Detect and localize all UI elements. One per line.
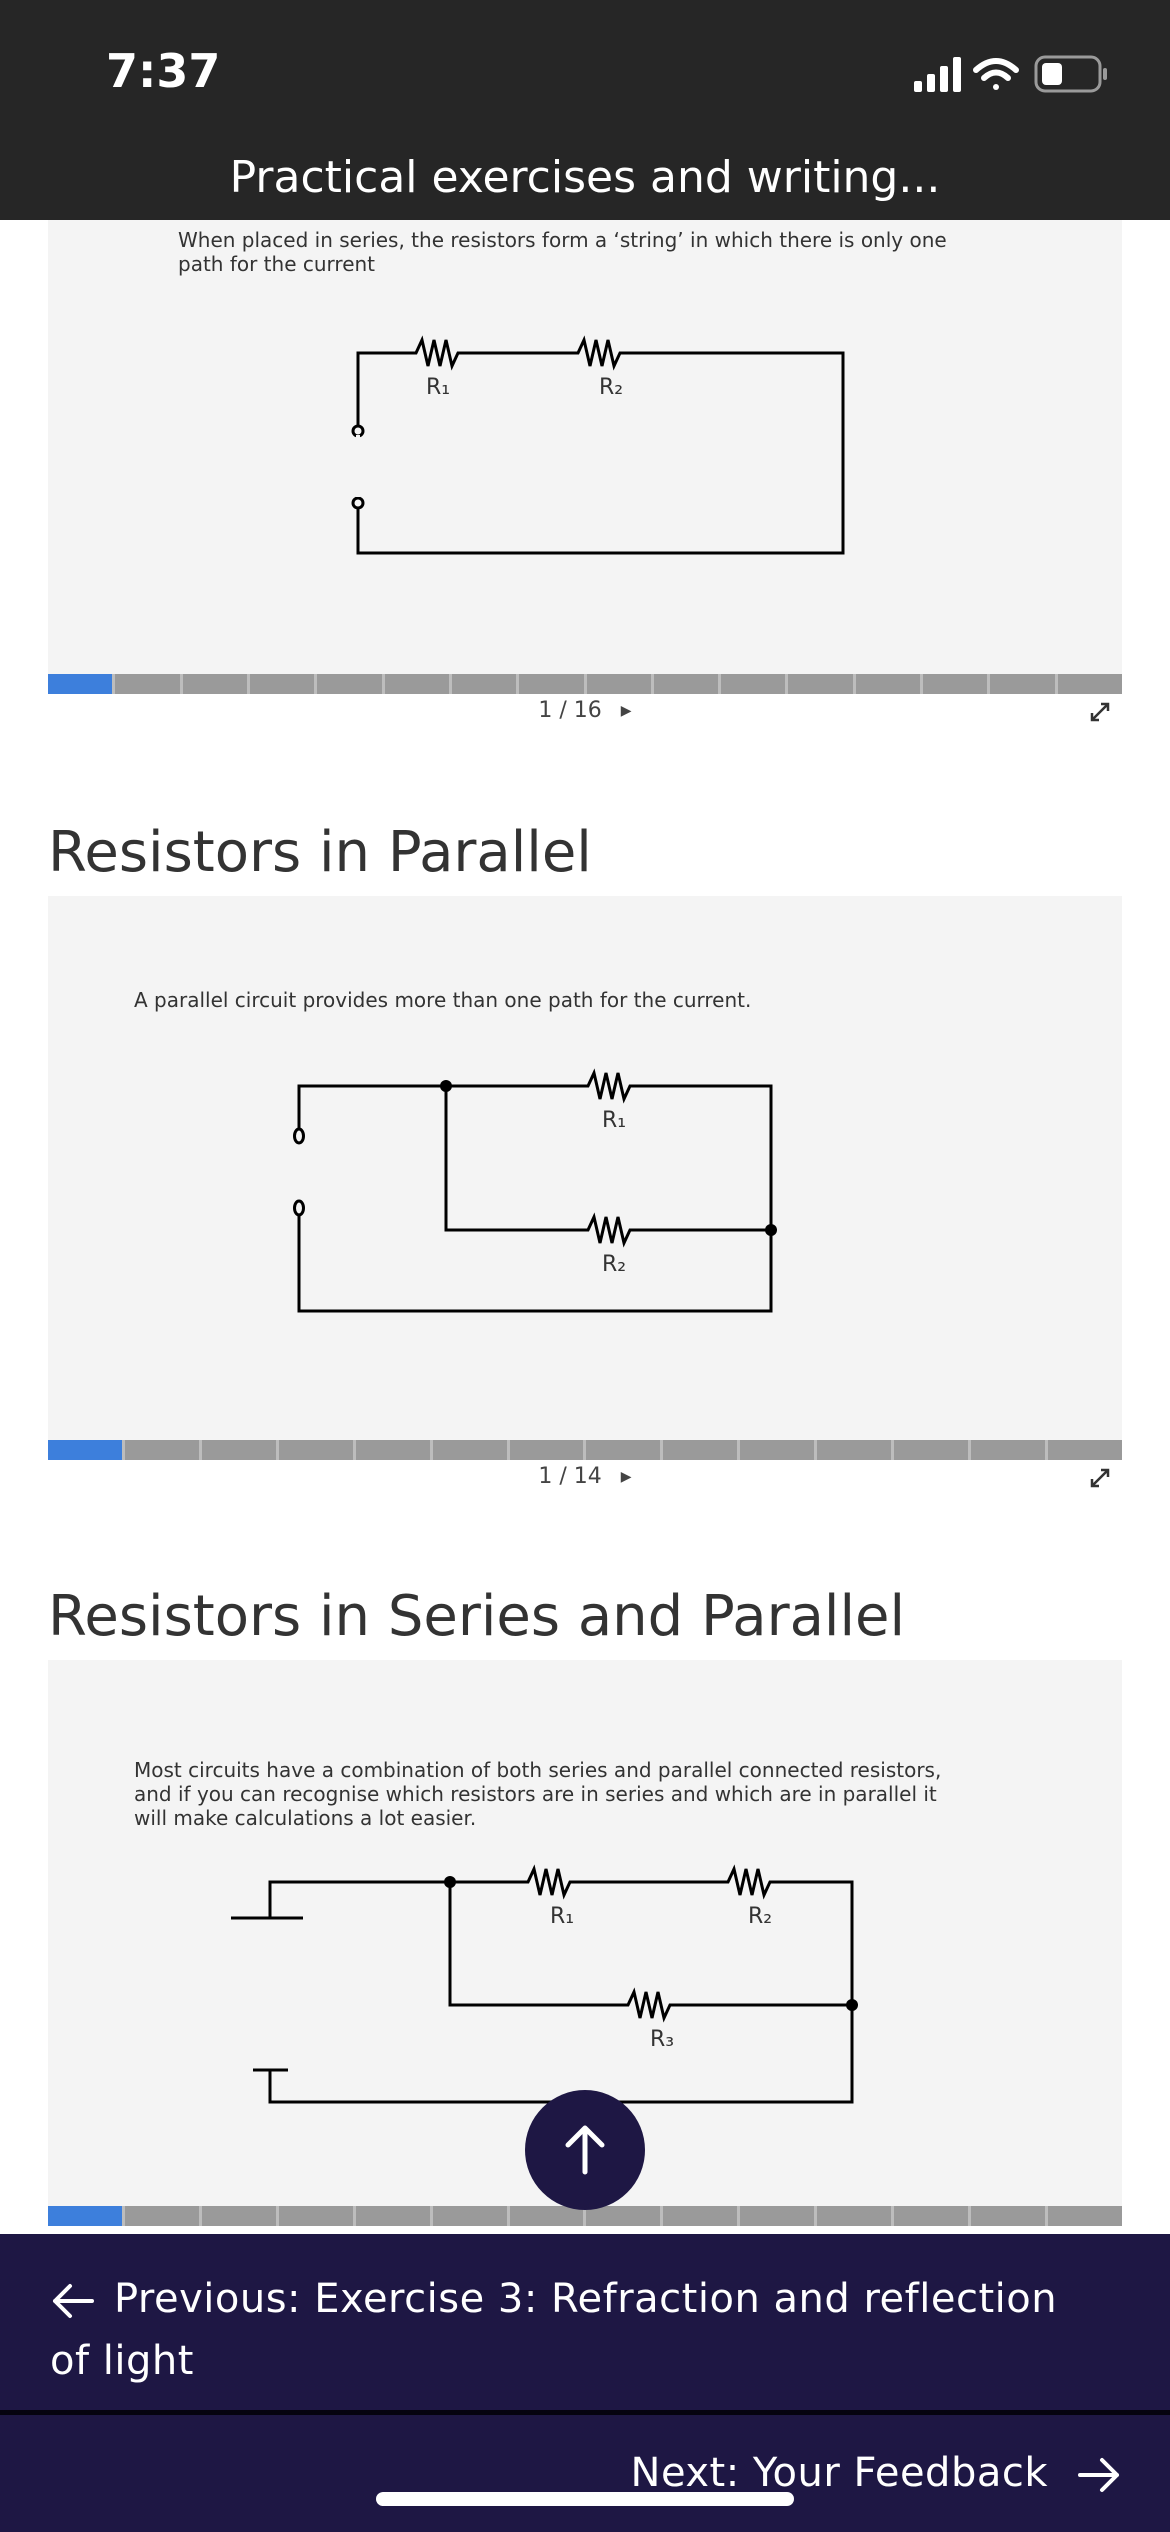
progress-segment[interactable] [894,2206,972,2226]
progress-segment[interactable] [356,1440,433,1460]
progress-segment[interactable] [586,2206,664,2226]
progress-segment[interactable] [279,2206,356,2226]
parallel-circuit-diagram [293,1068,777,1313]
slide-viewer-series-parallel[interactable]: Most circuits have a combination of both… [48,1660,1122,2206]
progress-segment[interactable] [788,674,856,694]
page-title: Practical exercises and writing... [229,152,941,203]
series-parallel-circuit-diagram [231,1864,858,2104]
wifi-icon [973,58,1019,90]
progress-segment[interactable] [510,1440,587,1460]
progress-segment[interactable] [510,2206,587,2226]
progress-segment[interactable] [48,1440,125,1460]
progress-segment[interactable] [740,2206,818,2226]
progress-segment[interactable] [740,1440,818,1460]
progress-segment[interactable] [923,674,991,694]
slide-text: When placed in series, the resistors for… [178,228,947,276]
next-page-link[interactable]: Next: Your Feedback [631,2450,1122,2496]
resistor-label-r2: R₂ [748,1904,773,1929]
slide-navigation: 1 / 14 ▶ [48,1464,1122,1504]
battery-icon [1034,55,1107,93]
progress-segment[interactable] [654,674,722,694]
slide-text: Most circuits have a combination of both… [134,1758,942,1830]
progress-segment[interactable] [817,1440,895,1460]
progress-segment[interactable] [356,2206,433,2226]
progress-segment[interactable] [587,674,654,694]
section-heading-parallel: Resistors in Parallel [48,820,592,885]
previous-page-link[interactable]: Previous: Exercise 3: Refraction and ref… [50,2268,1090,2392]
nav-header: Practical exercises and writing... [0,140,1170,220]
status-icons [914,55,1107,93]
slide-viewer-parallel[interactable]: A parallel circuit provides more than on… [48,896,1122,1440]
progress-segment[interactable] [115,674,183,694]
series-circuit-diagram [351,335,845,555]
resistor-label-r2: R₂ [602,1252,627,1277]
progress-segment[interactable] [586,1440,664,1460]
progress-segment[interactable] [1048,1440,1122,1460]
slide-viewer-series[interactable]: When placed in series, the resistors for… [48,220,1122,674]
previous-page-label: Previous: Exercise 3: Refraction and ref… [50,2276,1058,2384]
home-indicator [376,2492,794,2506]
arrow-right-icon [1078,2458,1119,2492]
progress-segment[interactable] [279,1440,356,1460]
arrow-up-icon [565,2125,605,2175]
resistor-label-r1: R₁ [602,1108,627,1133]
slide-navigation: 1 / 16 ▶ [48,698,1122,738]
progress-segment[interactable] [433,1440,510,1460]
arrow-left-icon [53,2284,94,2318]
progress-segment[interactable] [433,2206,510,2226]
progress-segment[interactable] [48,674,116,694]
next-slide-icon[interactable]: ▶ [620,703,632,719]
progress-segment[interactable] [971,2206,1048,2226]
resistor-label-r1: R₁ [426,375,451,400]
progress-segment[interactable] [663,1440,741,1460]
next-page-label: Next: Your Feedback [630,2450,1048,2496]
slide-counter: 1 / 14 [538,1464,602,1489]
progress-segment[interactable] [663,2206,741,2226]
progress-segment[interactable] [894,1440,972,1460]
progress-segment[interactable] [1058,674,1122,694]
progress-segment[interactable] [385,674,452,694]
footer-navigation: Previous: Exercise 3: Refraction and ref… [0,2234,1170,2532]
progress-segment[interactable] [183,674,250,694]
progress-segment[interactable] [1048,2206,1122,2226]
progress-segment[interactable] [721,674,789,694]
scroll-to-top-button[interactable] [525,2090,645,2210]
next-slide-icon[interactable]: ▶ [620,1469,632,1485]
progress-segment[interactable] [48,2206,125,2226]
status-bar: 7:37 [0,0,1170,140]
progress-segment[interactable] [817,2206,895,2226]
section-heading-series-parallel: Resistors in Series and Parallel [48,1584,906,1649]
progress-segment[interactable] [125,2206,202,2226]
progress-segment[interactable] [202,2206,279,2226]
progress-segment[interactable] [317,674,385,694]
progress-segment[interactable] [971,1440,1048,1460]
slide-text: A parallel circuit provides more than on… [134,988,752,1012]
expand-icon[interactable] [1088,1466,1112,1490]
resistor-label-r1: R₁ [550,1904,575,1929]
progress-segment[interactable] [990,674,1058,694]
slide-progress-bar[interactable] [48,1440,1122,1460]
slide-progress-bar[interactable] [48,674,1122,694]
resistor-label-r2: R₂ [599,375,624,400]
cellular-signal-icon [914,57,961,92]
slide-counter: 1 / 16 [538,698,602,723]
slide-progress-bar[interactable] [48,2206,1122,2226]
progress-segment[interactable] [452,674,520,694]
content-scroll-area[interactable]: When placed in series, the resistors for… [0,220,1170,2234]
progress-segment[interactable] [125,1440,202,1460]
expand-icon[interactable] [1088,700,1112,724]
progress-segment[interactable] [856,674,924,694]
progress-segment[interactable] [519,674,587,694]
resistor-label-r3: R₃ [650,2027,675,2052]
status-time: 7:37 [106,44,221,98]
progress-segment[interactable] [250,674,318,694]
footer-divider [0,2410,1170,2415]
progress-segment[interactable] [202,1440,279,1460]
